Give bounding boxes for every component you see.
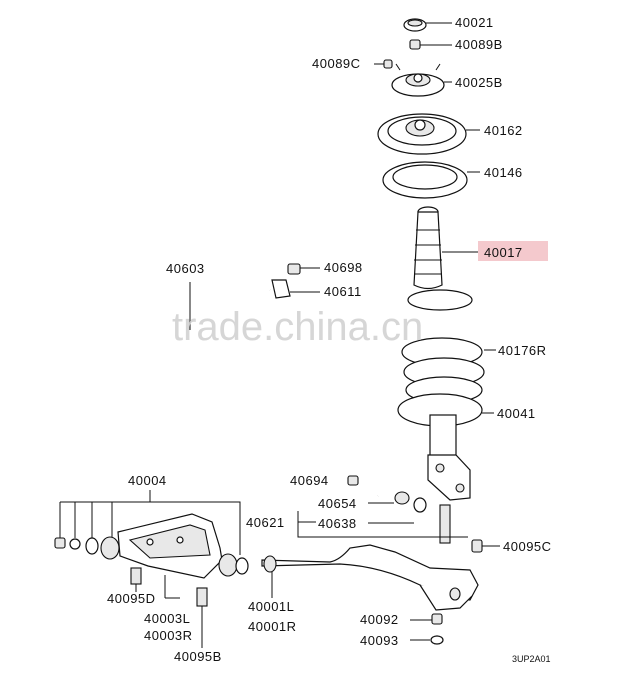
label-40001r: 40001R [248,619,297,634]
label-40004: 40004 [128,473,167,488]
label-40089b: 40089B [455,37,503,52]
highlight-40017 [478,241,548,261]
bushing-40654 [368,491,410,505]
label-40092: 40092 [360,612,399,627]
spring-seat-40162 [377,113,480,155]
label-40698: 40698 [324,260,363,275]
bolt-40698 [287,263,320,275]
watermark: trade.china.cn [172,305,423,349]
bushing-40611 [271,279,320,299]
label-40025b: 40025B [455,75,503,90]
label-40603: 40603 [166,261,205,276]
label-40003l: 40003L [144,611,190,626]
nut-40092 [410,613,443,625]
label-40694: 40694 [290,473,329,488]
washer-40638 [368,497,427,524]
nut-40089b [409,39,452,50]
bracket-40621 [297,511,468,538]
label-40041: 40041 [497,406,536,421]
diagram-code: 3UP2A01 [512,654,551,664]
label-40017: 40017 [484,245,523,260]
label-40162: 40162 [484,123,523,138]
bushing-set-40004 [54,490,249,577]
label-40611: 40611 [324,284,362,299]
label-40621: 40621 [246,515,285,530]
nut-40694 [347,475,359,486]
bolt-40095d [130,567,142,592]
spring-pad-40146 [382,161,480,199]
bump-stopper-40017 [413,206,478,290]
label-40001l: 40001L [248,599,294,614]
label-40089c: 40089C [312,56,361,71]
crossmember-40003 [117,513,223,599]
bolt-40095b [196,587,208,648]
dust-cap-40021 [403,18,452,32]
label-40095c: 40095C [503,539,552,554]
link-bolt-40095c [439,504,500,553]
label-40095d: 40095D [107,591,156,606]
strut-assembly-40041 [397,393,494,501]
label-40093: 40093 [360,633,399,648]
label-40638: 40638 [318,516,357,531]
label-40003r: 40003R [144,628,193,643]
washer-40093 [410,635,444,645]
label-40095b: 40095B [174,649,222,664]
label-40146: 40146 [484,165,523,180]
label-40021: 40021 [455,15,494,30]
label-40654: 40654 [318,496,357,511]
nut-40089c [374,59,393,69]
strut-mount-40025b [391,63,452,97]
lower-arm-40001 [261,544,479,611]
stabilizer-bar-40603 [189,282,393,498]
label-40176r: 40176R [498,343,547,358]
